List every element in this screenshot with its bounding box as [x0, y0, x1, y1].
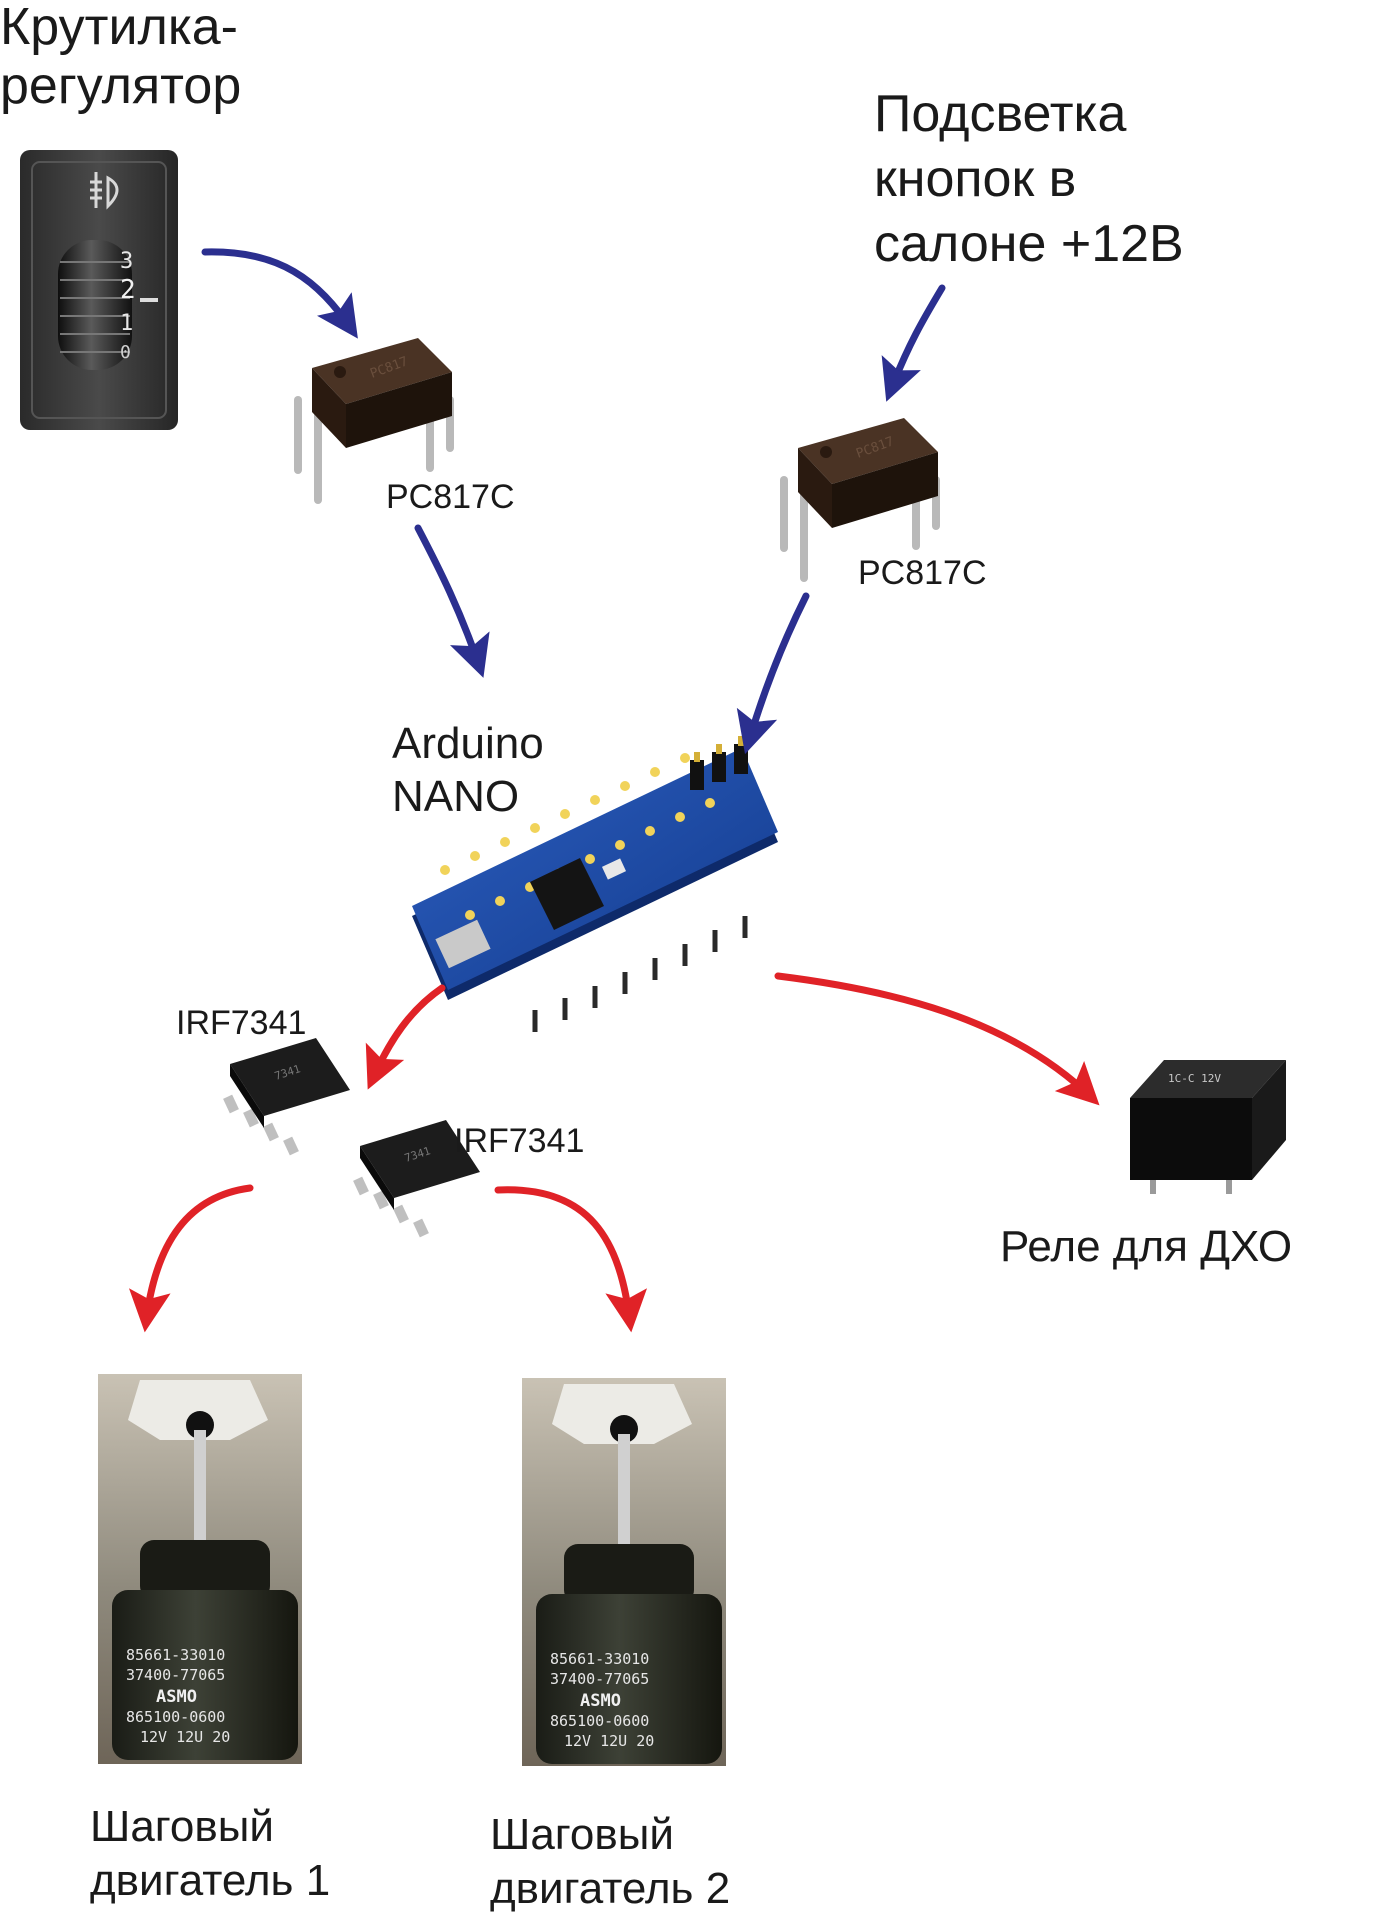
optocoupler-1-chip: PC817 [294, 338, 454, 504]
arduino-label: Arduino NANO [392, 718, 544, 824]
motor-2-label-line-2: двигатель 2 [490, 1863, 731, 1913]
knob-scale-1: 1 [120, 311, 133, 336]
arrow-optocoupler-1-to-arduino [414, 524, 490, 678]
backlight-label: Подсветка кнопок в салоне +12В [874, 82, 1184, 277]
arrow-optocoupler-2-to-arduino [736, 592, 810, 755]
mosfet-1-label: IRF7341 [176, 1004, 307, 1042]
motor-2-marking-1: 85661-33010 [550, 1650, 649, 1668]
motor-1-marking-5: 12V 12U 20 [140, 1728, 230, 1746]
knob-label: Крутилка- регулятор [0, 0, 241, 116]
knob-scale-0: 0 [120, 342, 131, 363]
relay-block: 1C-C 12V [1130, 1060, 1286, 1194]
motor-1-marking-3: ASMO [156, 1687, 197, 1707]
optocoupler-2-chip: PC817 [780, 418, 940, 582]
motor-2-marking-5: 12V 12U 20 [564, 1732, 654, 1750]
svg-text:1C-C 12V: 1C-C 12V [1168, 1072, 1221, 1085]
arrow-mosfet-2-to-motor-2 [494, 1186, 648, 1333]
mosfet-2-chip: 7341 [353, 1120, 480, 1238]
relay-label: Реле для ДХО [1000, 1222, 1293, 1271]
motor-2-label-line-1: Шаговый [490, 1810, 674, 1859]
backlight-label-line-1: Подсветка [874, 85, 1127, 143]
motor-1-label: Шаговый двигатель 1 [90, 1800, 330, 1907]
motor-2-photo [522, 1378, 726, 1766]
motor-1-label-line-1: Шаговый [90, 1802, 274, 1851]
mosfet-2-label: IRF7341 [454, 1122, 585, 1160]
backlight-label-line-2: кнопок в [874, 150, 1077, 208]
knob-photo [20, 150, 178, 430]
motor-2-marking-3: ASMO [580, 1691, 621, 1711]
arrow-mosfet-1-to-motor-1 [128, 1184, 254, 1333]
motor-1-label-line-2: двигатель 1 [90, 1855, 331, 1905]
arduino-label-line-1: Arduino [392, 719, 544, 768]
arrow-arduino-to-mosfet-1 [365, 984, 446, 1090]
motor-1-photo [98, 1374, 302, 1764]
arrow-arduino-to-relay [774, 972, 1100, 1106]
arduino-label-line-2: NANO [392, 771, 520, 821]
optocoupler-1-label: PC817C [386, 478, 515, 516]
motor-1-marking-1: 85661-33010 [126, 1646, 225, 1664]
motor-1-marking-4: 865100-0600 [126, 1708, 225, 1726]
motor-2-marking-4: 865100-0600 [550, 1712, 649, 1730]
arrow-knob-to-optocoupler-1 [201, 248, 358, 339]
knob-scale-2: 2 [120, 275, 136, 305]
mosfet-1-chip: 7341 [223, 1038, 350, 1156]
motor-2-marking-2: 37400-77065 [550, 1670, 649, 1688]
arduino-nano-board [412, 736, 778, 1032]
headlight-icon [90, 172, 119, 210]
arrow-backlight-to-optocoupler-2 [881, 284, 946, 402]
knob-label-line-1: Крутилка- [0, 0, 238, 56]
motor-2-label: Шаговый двигатель 2 [490, 1808, 730, 1915]
knob-scale-3: 3 [120, 249, 133, 274]
knob-label-line-2: регулятор [0, 56, 242, 115]
backlight-label-line-3: салоне +12В [874, 215, 1184, 273]
optocoupler-2-label: PC817C [858, 554, 987, 592]
motor-1-marking-2: 37400-77065 [126, 1666, 225, 1684]
